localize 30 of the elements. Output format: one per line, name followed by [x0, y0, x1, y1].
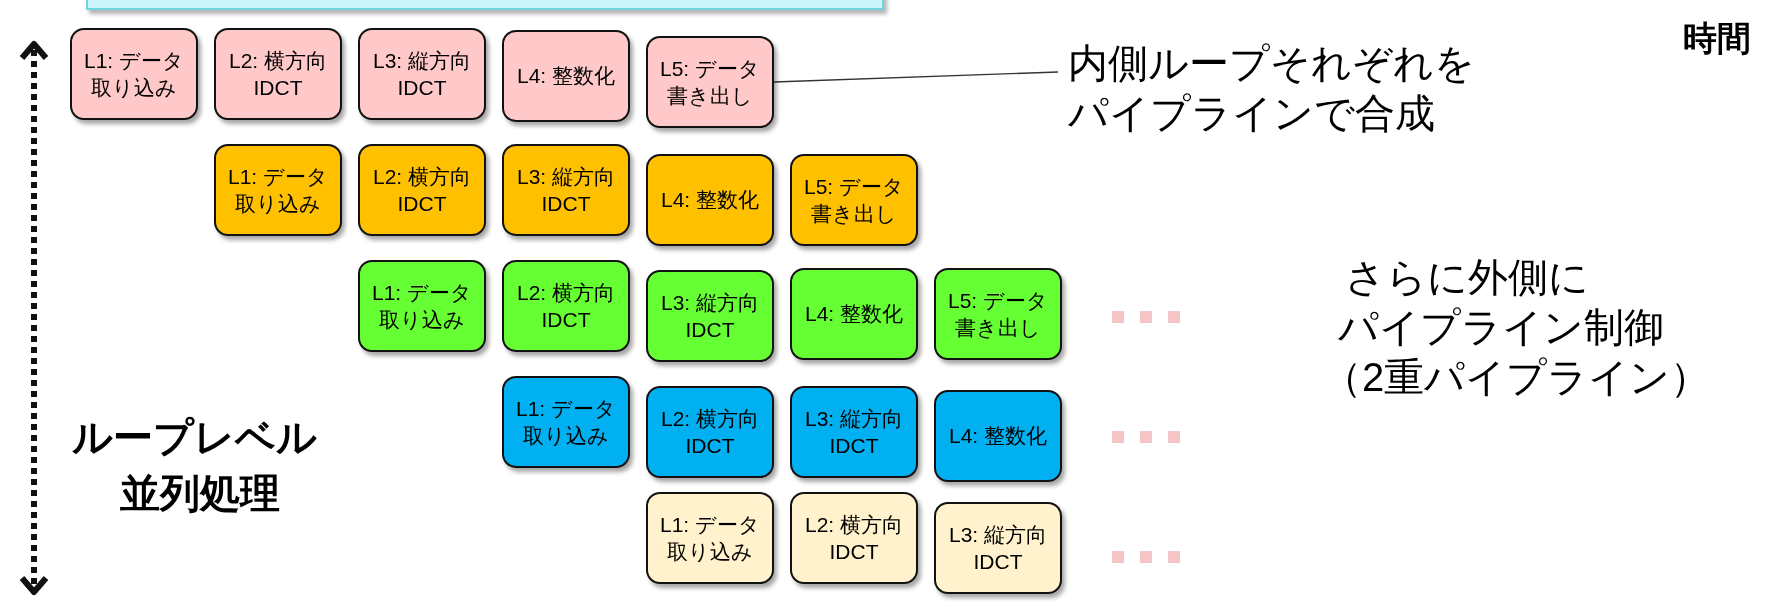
process-box: L3: 縦方向 IDCT: [646, 270, 774, 362]
process-box: L3: 縦方向 IDCT: [790, 386, 918, 478]
process-box: L3: 縦方向 IDCT: [502, 144, 630, 236]
leader-line: [773, 71, 1059, 83]
process-box: L2: 横方向 IDCT: [358, 144, 486, 236]
process-box: L4: 整数化: [790, 268, 918, 360]
process-box: L4: 整数化: [502, 30, 630, 122]
process-box: L4: 整数化: [646, 154, 774, 246]
callout-text: 内側ループそれぞれをパイプラインで合成: [1068, 38, 1480, 138]
process-box: L3: 縦方向 IDCT: [358, 28, 486, 120]
process-box: L5: データ書き出し: [934, 268, 1062, 360]
axis-label: 時間: [1683, 17, 1751, 60]
process-box: L1: データ取り込み: [214, 144, 342, 236]
process-box: L2: 横方向 IDCT: [214, 28, 342, 120]
process-box: L2: 横方向 IDCT: [502, 260, 630, 352]
process-box: L3: 縦方向 IDCT: [934, 502, 1062, 594]
process-box: L1: データ取り込み: [358, 260, 486, 352]
note-text: （2重パイプライン）: [1322, 354, 1711, 401]
note-text: さらに外側に: [1345, 254, 1589, 301]
note-text: パイプライン制御: [1338, 304, 1664, 351]
process-box: L5: データ書き出し: [646, 36, 774, 128]
process-box: L1: データ取り込み: [502, 376, 630, 468]
process-box: L2: 横方向 IDCT: [646, 386, 774, 478]
axis-label: 並列処理: [120, 469, 280, 518]
process-box: L5: データ書き出し: [790, 154, 918, 246]
process-box: L1: データ取り込み: [646, 492, 774, 584]
process-box: L4: 整数化: [934, 390, 1062, 482]
axis-label: ループレベル: [72, 413, 317, 462]
process-box: L1: データ取り込み: [70, 28, 198, 120]
process-box: L2: 横方向 IDCT: [790, 492, 918, 584]
